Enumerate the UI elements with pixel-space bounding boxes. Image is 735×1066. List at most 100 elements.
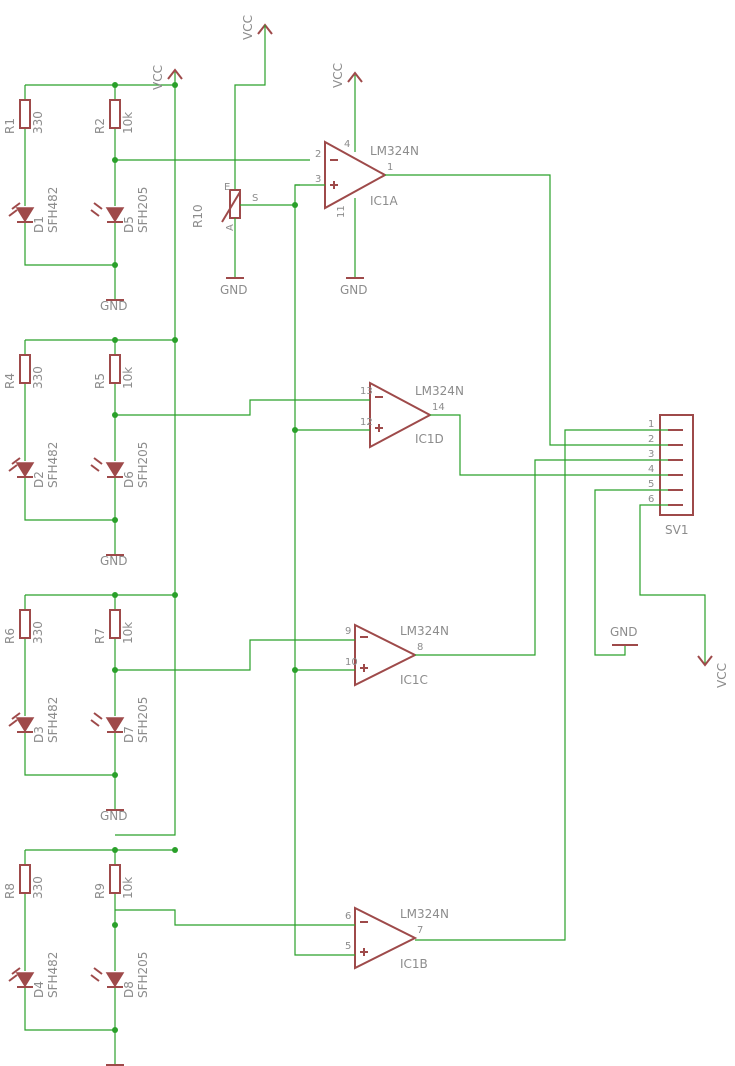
led-ref: D2 [32,471,46,488]
pin-label: E [224,182,230,193]
resistor-body [109,354,121,384]
pin-number: 14 [432,402,445,413]
photodiode-ref: D6 [122,471,136,488]
diode-triangle [105,462,125,478]
resistor-body [109,99,121,129]
resistor-value: 10k [121,112,135,134]
pin-number: 13 [360,386,373,397]
led-ref: D1 [32,216,46,233]
resistor-ref: R9 [93,883,107,899]
opamp-ref: IC1B [400,957,428,971]
connector-pin-number: 2 [648,434,654,445]
junction-dot [292,667,298,673]
junction-dot [112,262,118,268]
diode-triangle [15,462,35,478]
output-wire [415,429,668,941]
pin-number: 5 [345,941,351,952]
photodiode-value: SFH205 [136,442,150,488]
junction-dot [112,592,118,598]
resistor-value: 330 [31,366,45,389]
light-receive-arrow [93,712,103,720]
photodiode-value: SFH205 [136,187,150,233]
diode-triangle [105,972,125,988]
opamp-triangle [354,623,418,687]
opamp-ref: IC1A [370,194,399,208]
led-value: SFH482 [46,442,60,488]
pin-number: 10 [345,657,358,668]
light-emission-arrow [8,719,18,727]
led-ref: D4 [32,981,46,998]
junction-dot [112,922,118,928]
connector-ref: SV1 [665,523,688,537]
opamp-triangle [354,906,418,970]
light-receive-arrow [93,457,103,465]
light-receive-arrow [90,719,100,727]
inverting-input-wire [115,639,355,671]
reference-bus [294,184,355,956]
resistor-ref: R8 [3,883,17,899]
light-receive-arrow [93,202,103,210]
pin-number: 12 [360,417,373,428]
pin-label: A [225,224,236,231]
junction-dot [112,847,118,853]
resistor-value: 330 [31,111,45,134]
connector-pin-number: 6 [648,494,654,505]
gnd-label: GND [220,283,248,297]
resistor-body [109,864,121,894]
inverting-input-wire [115,399,370,416]
junction-dot [112,337,118,343]
connector-body [659,414,694,516]
connector-pin-number: 3 [648,449,654,460]
pin-number: 6 [345,911,351,922]
connector-pin-number: 1 [648,419,654,430]
light-receive-arrow [90,464,100,472]
light-emission-arrow [8,974,18,982]
diode-triangle [15,207,35,223]
led-ref: D3 [32,726,46,743]
junction-dot [112,517,118,523]
output-wire [430,414,668,476]
potentiometer-arrow [221,191,241,223]
output-wire [415,459,668,656]
photodiode-value: SFH205 [136,952,150,998]
resistor-body [19,99,31,129]
opamp-ref: IC1C [400,673,428,687]
resistor-value: 330 [31,621,45,644]
resistor-ref: R5 [93,373,107,389]
light-emission-arrow [8,464,18,472]
pin-number: 1 [387,162,393,173]
photodiode-ref: D5 [122,216,136,233]
pin-number: 7 [417,925,423,936]
light-receive-arrow [90,974,100,982]
pin-number: 8 [417,642,423,653]
photodiode-ref: D7 [122,726,136,743]
light-emission-arrow [11,712,21,720]
wire [24,222,115,266]
led-value: SFH482 [46,952,60,998]
gnd-label: GND [610,625,638,639]
resistor-ref: R7 [93,628,107,644]
led-value: SFH482 [46,187,60,233]
light-emission-arrow [11,457,21,465]
resistor-ref: R2 [93,118,107,134]
gnd-label: GND [100,299,128,313]
diode-triangle [105,717,125,733]
sensor-channel-4: R8330R910kD4SFH482D8SFH205GND [3,847,178,1066]
junction-dot [292,427,298,433]
resistor-ref: R4 [3,373,17,389]
light-emission-arrow [8,209,18,217]
wire [24,477,115,521]
diode-triangle [15,972,35,988]
vcc-bus: VCC [115,65,183,836]
light-emission-arrow [11,202,21,210]
led-value: SFH482 [46,697,60,743]
gnd-label: GND [100,809,128,823]
gnd-label: GND [340,283,368,297]
